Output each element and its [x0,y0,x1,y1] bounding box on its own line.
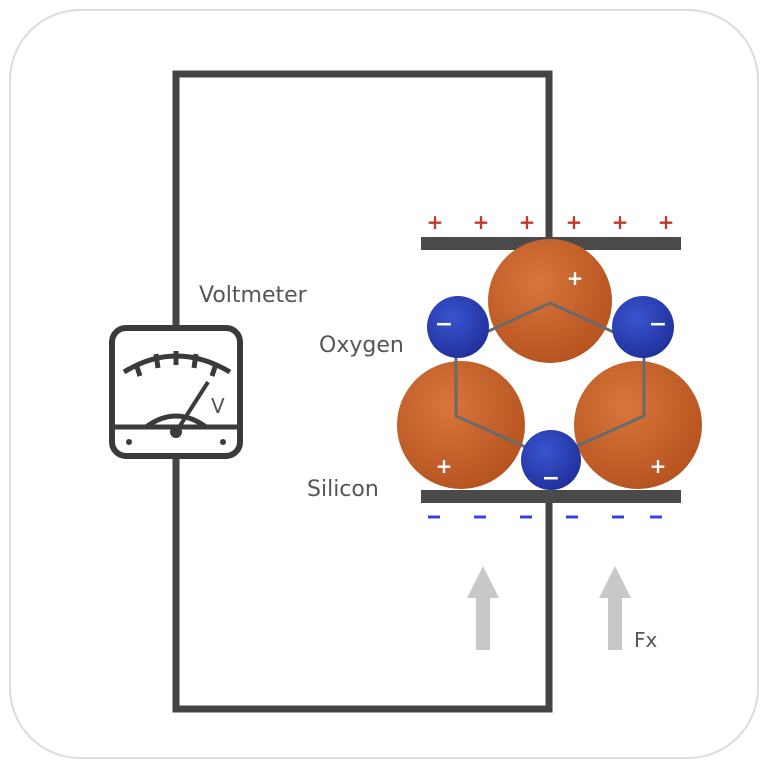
circuit-wire [172,70,553,713]
voltmeter: V [109,325,243,459]
oxygen-atom-left [427,296,489,358]
atom-negative-charge: − [435,312,453,337]
meter-unit-label: V [211,394,225,418]
voltmeter-label: Voltmeter [199,283,308,308]
positive-charge-sign: + [612,210,629,234]
silicon-label: Silicon [307,477,379,502]
positive-charge-sign: + [658,210,675,234]
atom-positive-charge: + [436,454,453,478]
positive-charge-sign: + [566,210,583,234]
positive-charge-sign: + [519,210,536,234]
silicon-atom-right [574,361,702,489]
oxygen-atom-right [612,296,674,358]
top-plate-charges: + + + + + + [427,210,675,234]
force-label: Fx [634,628,658,652]
bottom-plate [421,490,681,503]
atom-negative-charge: − [542,466,560,491]
positive-charge-sign: + [473,210,490,234]
atom-negative-charge: − [649,312,667,337]
voltmeter-needle [174,380,210,434]
silicon-atom-left [397,361,525,489]
frame [9,9,759,759]
atom-positive-charge: + [567,266,584,290]
silicon-atom-top [488,239,612,363]
atom-positive-charge: + [650,454,667,478]
oxygen-label: Oxygen [319,333,404,358]
positive-charge-sign: + [427,210,444,234]
up-arrow-icon [599,566,631,650]
up-arrow-icon [467,566,499,650]
oxygen-atom-bottom [521,430,581,490]
